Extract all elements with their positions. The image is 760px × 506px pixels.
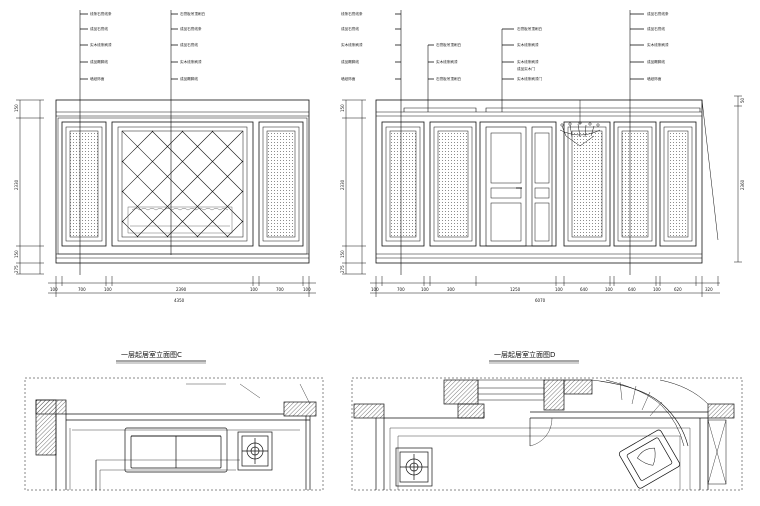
r-vdim-r1: 50 <box>740 97 745 103</box>
r-vdim-4: 275 <box>340 265 345 273</box>
vdim-3: 150 <box>14 250 19 258</box>
sofa-icon <box>124 427 228 473</box>
total-dim: 4350 <box>174 298 185 303</box>
vdim-4: 275 <box>14 265 19 273</box>
chandelier-icon <box>559 100 601 147</box>
label-left-3: 实木线条刷漆 <box>90 42 112 47</box>
label-left-1: 线条石膏线条 <box>90 11 112 16</box>
plan-d-title: 一层起居室立面图D <box>494 350 555 359</box>
r-label-fl-1: 线条石膏线条 <box>341 11 363 16</box>
label-right-5: 成品踢脚线 <box>180 76 198 81</box>
armchair-icon <box>618 429 681 489</box>
label-right-2: 成品石膏线条 <box>180 26 202 31</box>
r-vdim-2: 2330 <box>340 179 345 190</box>
r-bdim-2: 700 <box>397 287 405 292</box>
r-label-fl-2: 成品石膏线 <box>341 26 359 31</box>
r-label-ml-2: 实木线条刷漆 <box>436 59 458 64</box>
r-label-r-4: 成品踢脚线 <box>647 59 665 64</box>
vdim-1: 150 <box>14 104 19 112</box>
r-label-c-2: 实木线条刷漆 <box>517 42 539 47</box>
elevation-right-labels: 线条石膏线条 成品石膏线 实木线条刷漆 成品踢脚线 墙纸饰面 石膏板吊顶刷白 实… <box>340 11 745 303</box>
r-label-ml-3: 石膏板吊顶刷白 <box>436 76 462 81</box>
elevation-left-labels: 线条石膏线条 成品石膏线 实木线条刷漆 成品踢脚线 墙纸饰面 石膏板吊顶刷白 成… <box>14 11 311 303</box>
side-table-icon <box>237 431 273 471</box>
elevation-right <box>342 10 742 297</box>
r-bdim-3: 100 <box>421 287 429 292</box>
plan-c: 一层起居室立面图C <box>24 350 324 491</box>
r-bdim-7: 640 <box>580 287 588 292</box>
bdim-6: 700 <box>276 287 284 292</box>
plan-d: 一层起居室立面图D <box>351 350 743 491</box>
r-label-r-5: 墙纸饰面 <box>647 76 662 81</box>
bdim-3: 100 <box>104 287 112 292</box>
bdim-4: 2390 <box>176 287 187 292</box>
label-right-1: 石膏板吊顶刷白 <box>180 11 206 16</box>
bdim-1: 100 <box>50 287 58 292</box>
side-table-d-icon <box>395 447 433 487</box>
label-left-4: 成品踢脚线 <box>90 59 108 64</box>
r-bdim-6: 100 <box>555 287 563 292</box>
r-label-c-5: 实木线条刷漆门 <box>517 76 543 81</box>
r-vdim-r2: 2360 <box>740 179 745 190</box>
r-bdim-5: 1250 <box>510 287 521 292</box>
bdim-2: 700 <box>78 287 86 292</box>
label-right-4: 实木线条刷漆 <box>180 59 202 64</box>
r-bdim-11: 620 <box>674 287 682 292</box>
plan-c-title: 一层起居室立面图C <box>121 350 182 359</box>
label-right-3: 成品石膏线 <box>180 42 198 47</box>
r-vdim-1: 150 <box>340 104 345 112</box>
r-label-c-3: 实木线条刷漆 <box>517 59 539 64</box>
elevation-left <box>16 10 316 297</box>
r-bdim-1: 100 <box>371 287 379 292</box>
label-left-2: 成品石膏线 <box>90 26 108 31</box>
r-label-r-3: 实木线条刷漆 <box>647 42 669 47</box>
r-label-fl-4: 成品踢脚线 <box>341 59 359 64</box>
r-bdim-9: 640 <box>628 287 636 292</box>
r-vdim-3: 150 <box>340 250 345 258</box>
bdim-7: 100 <box>303 287 311 292</box>
label-left-5: 墙纸饰面 <box>90 76 105 81</box>
r-label-c-1: 石膏板吊顶刷白 <box>517 26 543 31</box>
r-bdim-10: 100 <box>653 287 661 292</box>
r-label-r-2: 成品石膏线 <box>647 26 665 31</box>
r-bdim-8: 100 <box>605 287 613 292</box>
r-bdim-4: 300 <box>447 287 455 292</box>
r-bdim-12: 320 <box>705 287 713 292</box>
r-label-fl-5: 墙纸饰面 <box>341 76 356 81</box>
r-label-fl-3: 实木线条刷漆 <box>341 42 363 47</box>
r-label-r-1: 成品石膏线条 <box>647 11 669 16</box>
vdim-2: 2330 <box>14 179 19 190</box>
r-total-dim: 6070 <box>535 298 546 303</box>
r-label-c-4: 成品实木门 <box>517 66 535 71</box>
bdim-5: 100 <box>250 287 258 292</box>
r-label-ml-1: 石膏板吊顶刷白 <box>436 42 462 47</box>
